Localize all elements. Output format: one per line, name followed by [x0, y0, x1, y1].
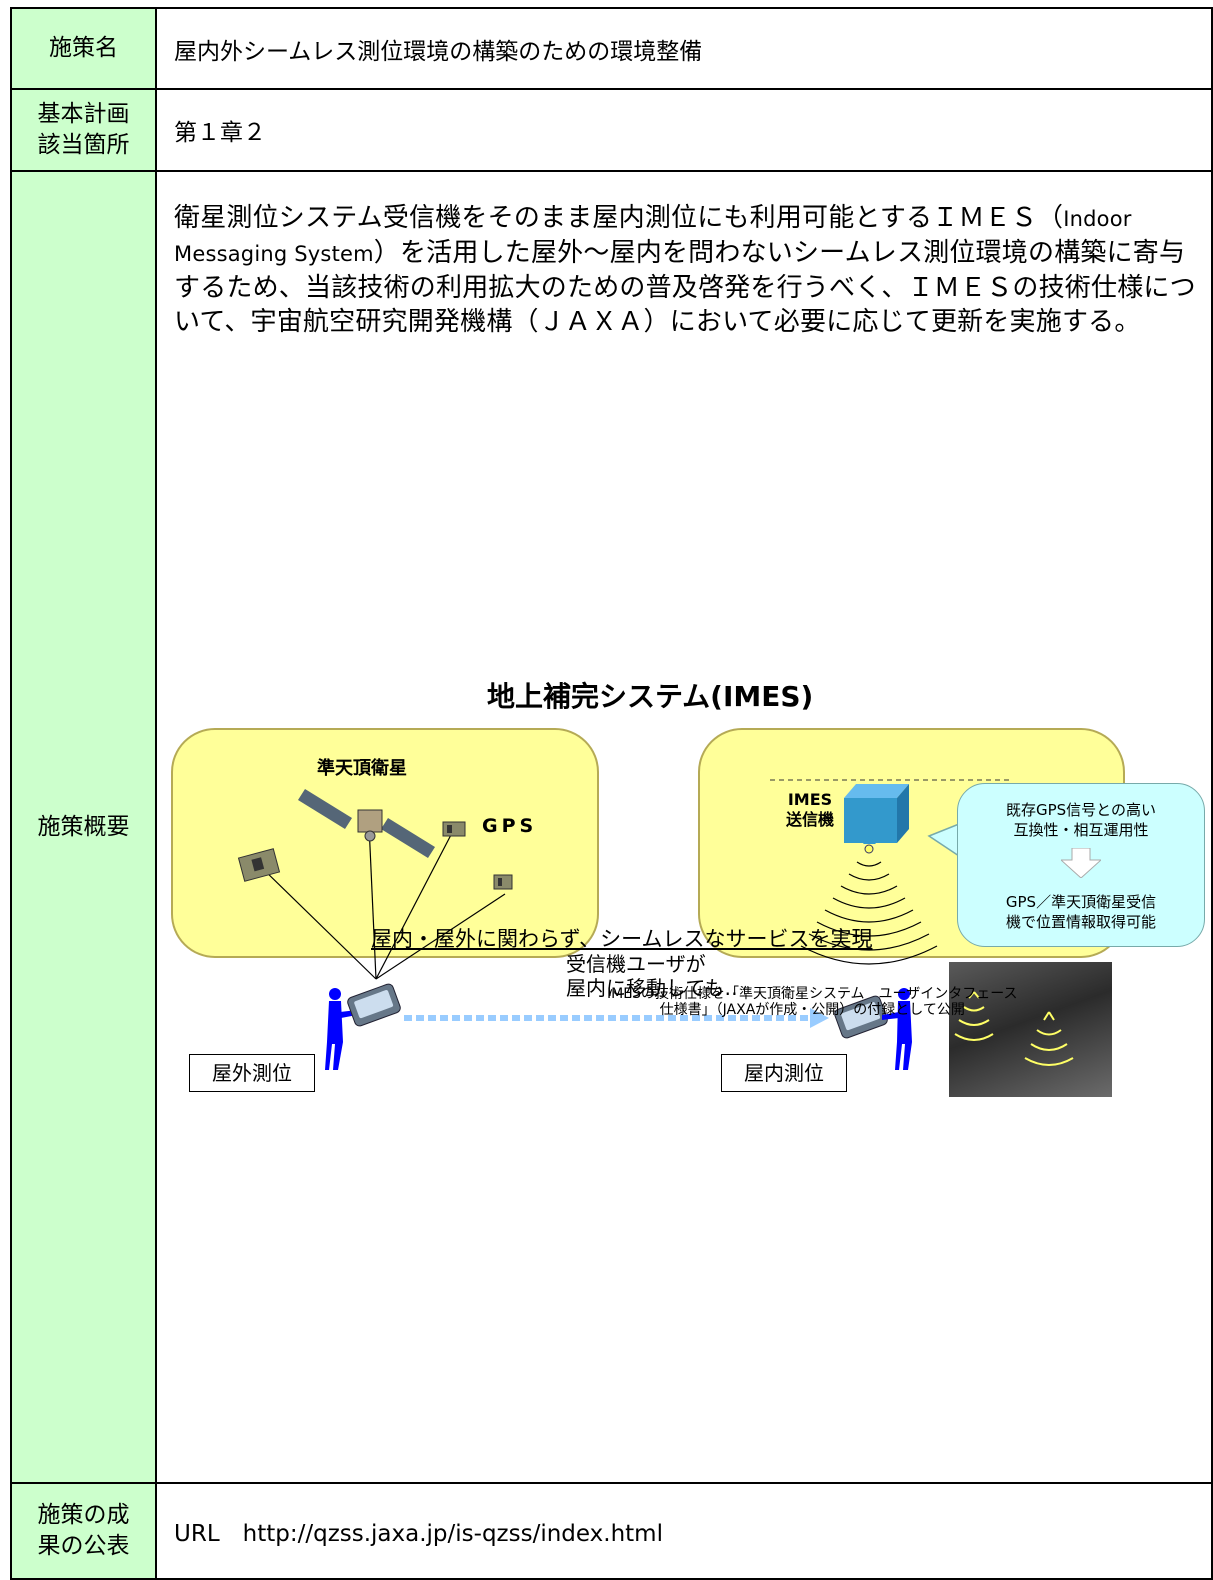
callout-pointer [927, 822, 960, 858]
imes-label-line1: IMES [787, 790, 833, 809]
label-policy-name: 施策名 [10, 7, 157, 90]
value-policy-name: 屋内外シームレス測位環境の構築のための環境整備 [155, 7, 1213, 90]
figure-note: IMESの技術仕様を「準天頂衛星システム ユーザインタフェース 仕様書」（JAX… [607, 986, 1018, 1018]
figure-title: 地上補完システム(IMES) [487, 680, 814, 713]
outline-wrap: 衛星測位システム受信機をそのまま屋内測位にも利用可能とするＩＭＥＳ（Indoor… [157, 172, 1211, 1482]
imes-transmitter-icon [844, 784, 909, 854]
outline-text-part2: ）を活用した屋外～屋内を問わないシームレス測位環境の構築に寄与するため、当該技術… [174, 238, 1196, 337]
callout-text-1b: 互換性・相互運用性 [1013, 821, 1149, 839]
callout-text-2b: 機で位置情報取得可能 [1005, 913, 1156, 931]
gps-satellite-icon-right [493, 874, 513, 890]
indoor-phone-icon [834, 995, 888, 1039]
label-basic-plan-line1: 基本計画 [37, 101, 130, 127]
row-policy-outline: 施策概要 衛星測位システム受信機をそのまま屋内測位にも利用可能とするＩＭＥＳ（I… [10, 170, 1213, 1484]
outline-text-latin: Indoor Messaging System [174, 207, 1132, 266]
imes-figure: 地上補完システム(IMES) [157, 172, 1212, 1172]
figure-caption: 屋内・屋外に関わらず、シームレスなサービスを実現 [371, 927, 873, 951]
transmitter-waves [800, 861, 938, 965]
policy-table: 施策名 屋内外シームレス測位環境の構築のための環境整備 基本計画 該当箇所 第１… [10, 7, 1213, 1580]
value-basic-plan: 第１章２ [155, 88, 1213, 172]
row-policy-result: 施策の成 果の公表 URL http://qzss.jaxa.jp/is-qzs… [10, 1482, 1213, 1580]
qzs-satellite-icon [298, 789, 435, 858]
row-basic-plan: 基本計画 該当箇所 第１章２ [10, 88, 1213, 172]
document-page: 施策名 屋内外シームレス測位環境の構築のための環境整備 基本計画 該当箇所 第１… [10, 7, 1213, 1580]
imes-label-line2: 送信機 [786, 810, 835, 829]
label-basic-plan: 基本計画 該当箇所 [10, 88, 157, 172]
movement-arrow [404, 1008, 829, 1028]
movement-text-line1: 受信機ユーザが [566, 952, 706, 976]
row-policy-name: 施策名 屋内外シームレス測位環境の構築のための環境整備 [10, 7, 1213, 90]
figure-note-line1: IMESの技術仕様を「準天頂衛星システム ユーザインタフェース [607, 986, 1018, 1002]
figure-graphics [237, 779, 1012, 1070]
callout-text-receiver: GPS／準天頂衛星受信 機で位置情報取得可能 [958, 892, 1204, 932]
label-policy-result-line1: 施策の成 [37, 1502, 130, 1528]
value-policy-result-url[interactable]: URL http://qzss.jaxa.jp/is-qzss/index.ht… [155, 1482, 1213, 1580]
callout-text-compatibility: 既存GPS信号との高い 互換性・相互運用性 [958, 800, 1204, 840]
imes-transmitter-label: IMES 送信機 [786, 790, 834, 830]
gps-satellite-icon-left [237, 848, 281, 882]
figure-note-line2: 仕様書」（JAXAが作成・公開）の付録として公開 [659, 1002, 965, 1018]
cell-policy-outline: 衛星測位システム受信機をそのまま屋内測位にも利用可能とするＩＭＥＳ（Indoor… [155, 170, 1213, 1484]
signal-lines [259, 824, 506, 980]
callout-text-1a: 既存GPS信号との高い [1005, 801, 1157, 819]
outdoor-positioning-label: 屋外測位 [189, 1054, 315, 1092]
outdoor-user-icon [325, 988, 357, 1070]
label-policy-result-line2: 果の公表 [37, 1533, 130, 1559]
outline-text-part1: 衛星測位システム受信機をそのまま屋内測位にも利用可能とするＩＭＥＳ（ [174, 203, 1064, 233]
outdoor-phone-icon [347, 983, 401, 1027]
indoor-user-icon [882, 988, 912, 1070]
movement-text: 受信機ユーザが 屋内に移動しても‥ [566, 952, 738, 1000]
label-policy-result: 施策の成 果の公表 [10, 1482, 157, 1580]
down-arrow-icon [1061, 848, 1101, 878]
gps-label: GPS [482, 815, 538, 837]
label-policy-outline: 施策概要 [10, 170, 157, 1484]
compatibility-callout: 既存GPS信号との高い 互換性・相互運用性 GPS／準天頂衛星受信 機で位置情報… [957, 783, 1205, 947]
photo-waves [954, 991, 1074, 1066]
movement-text-line2: 屋内に移動しても‥ [566, 976, 738, 1000]
outdoor-panel [171, 728, 599, 958]
label-basic-plan-line2: 該当箇所 [37, 132, 130, 158]
indoor-positioning-label: 屋内測位 [721, 1054, 847, 1092]
callout-text-2a: GPS／準天頂衛星受信 [1005, 893, 1157, 911]
qzs-label: 準天頂衛星 [317, 758, 407, 779]
gps-satellite-icon [442, 821, 466, 837]
indoor-photo [949, 962, 1112, 1097]
outline-paragraph: 衛星測位システム受信機をそのまま屋内測位にも利用可能とするＩＭＥＳ（Indoor… [174, 201, 1209, 339]
